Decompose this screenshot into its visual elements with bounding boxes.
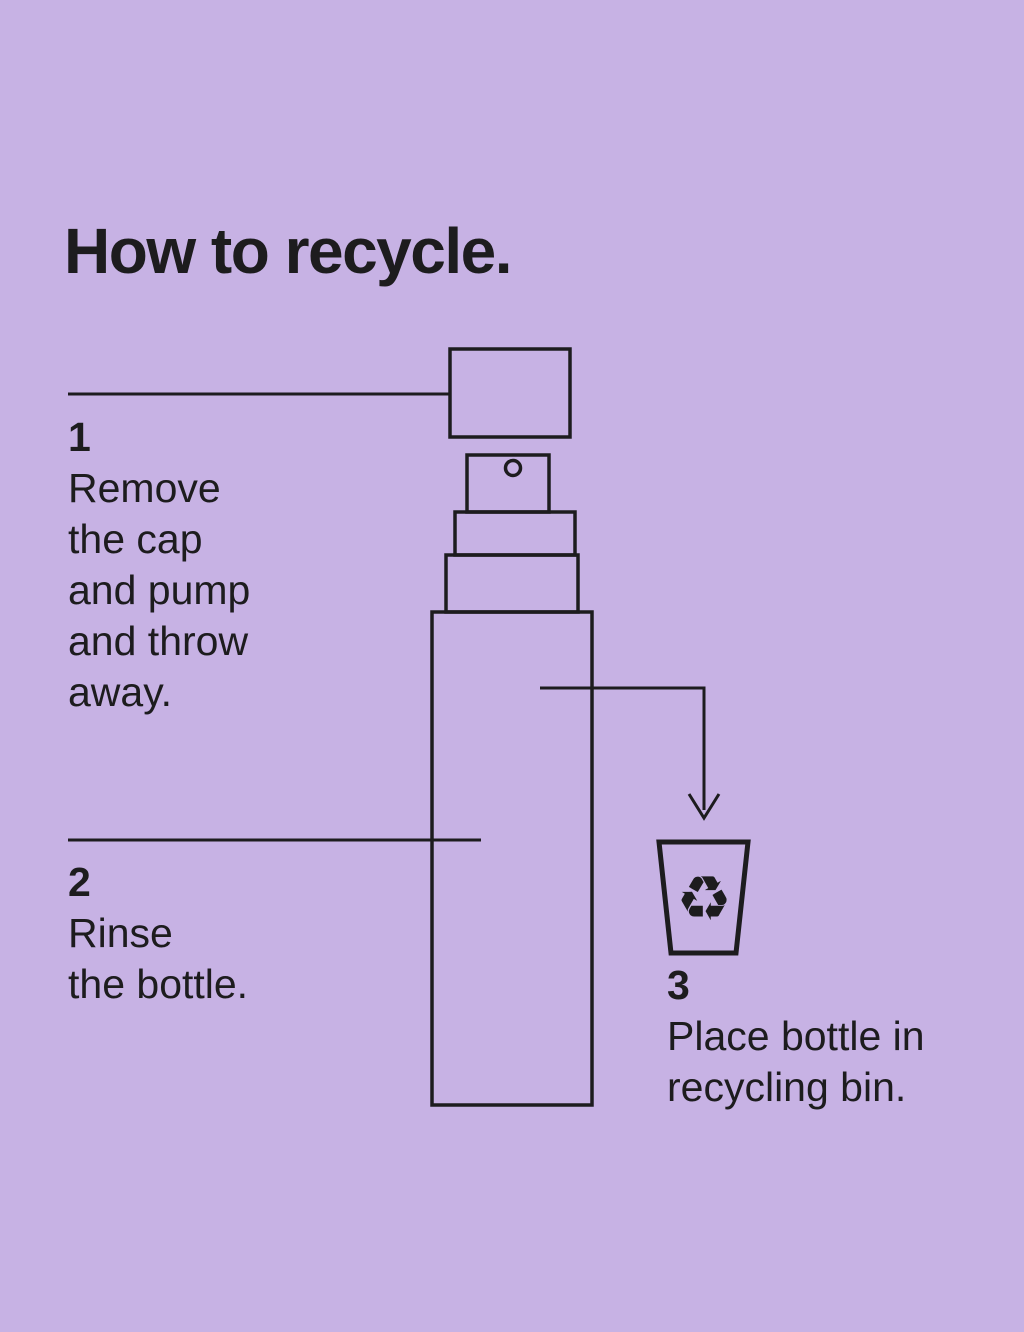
step-3: 3 Place bottle in recycling bin.	[667, 960, 925, 1113]
step-text-line: and throw	[68, 618, 249, 664]
step-text-line: the cap	[68, 516, 203, 562]
down-arrow-icon	[540, 686, 721, 821]
step-text-line: Rinse	[68, 910, 173, 956]
step-1: 1 Remove the cap and pump and throw away…	[68, 412, 250, 718]
step-text-line: Remove	[68, 465, 221, 511]
step-text-line: the bottle.	[68, 961, 249, 1007]
spray-bottle-illustration	[430, 347, 594, 1107]
bottle-body	[430, 610, 594, 1107]
step-text-line: and pump	[68, 567, 251, 613]
bottle-cap	[448, 347, 572, 439]
step-text-line: recycling bin.	[667, 1064, 907, 1110]
bottle-collar-upper	[453, 510, 577, 557]
step-text-line: away.	[68, 669, 173, 715]
recycling-bin-icon: ♻	[656, 839, 751, 956]
bottle-nozzle	[503, 458, 523, 478]
page-title: How to recycle.	[64, 215, 513, 287]
step-2: 2 Rinse the bottle.	[68, 857, 248, 1010]
step-number: 1	[68, 414, 91, 460]
step-number: 3	[667, 962, 690, 1008]
step-number: 2	[68, 859, 91, 905]
step-text-line: Place bottle in	[667, 1013, 925, 1059]
bottle-collar-lower	[444, 553, 580, 614]
recycling-symbol-icon: ♻	[676, 865, 732, 934]
